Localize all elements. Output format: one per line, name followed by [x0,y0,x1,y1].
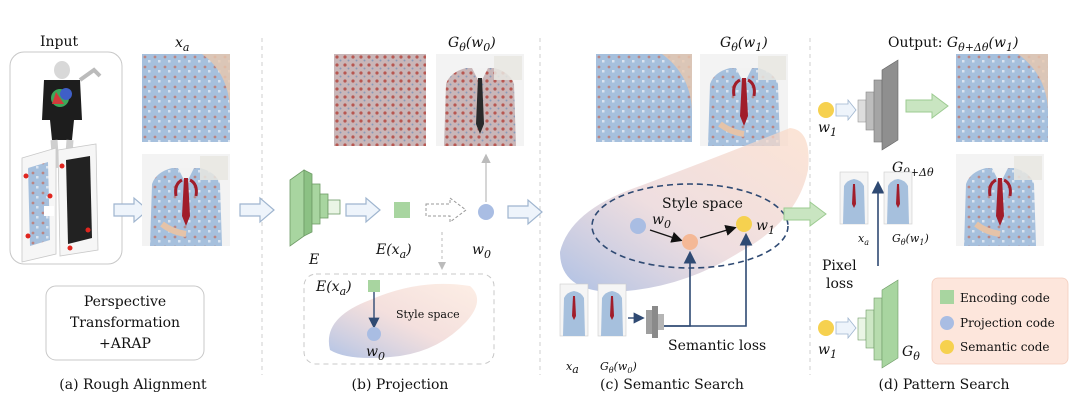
panel-b: E E(xa) w0 Gθ(w0) E(xa) Style space w0 (… [239,35,524,393]
xa-shirt-image [142,154,230,246]
legend: Encoding code Projection code Semantic c… [931,277,1069,365]
c-xa-mini [559,283,589,337]
output-title: Output: Gθ+Δθ(w1) [888,35,1018,54]
input-label: Input [40,34,79,50]
transform-line-1: Perspective [84,294,166,310]
d-output-shirt [956,154,1044,246]
d-gw1-mini [883,171,913,225]
caption-b: (b) Projection [352,377,449,393]
d-g-bot-label: Gθ [902,344,920,363]
caption-d: (d) Pattern Search [879,377,1010,393]
inset-encoding-square [368,280,380,292]
inset-style-space: Style space [396,308,460,321]
d-w1-bot: w1 [818,342,837,361]
caption-c: (c) Semantic Search [600,377,744,393]
style-space-label: Style space [662,196,743,212]
inset-ex-label: E(xa) [315,279,352,298]
inset-w0: w0 [366,344,385,363]
mannequin-image [42,61,102,169]
transform-line-3: +ARAP [99,336,151,352]
projection-closeup-image [334,54,426,146]
projection-code-circle [478,204,494,220]
legend-projection-label: Projection code [960,316,1055,330]
d-semantic-circle-top [818,102,834,118]
c-intermediate-circle [682,234,698,250]
transform-line-2: Transformation [70,315,180,331]
projection-shirt-image [436,54,524,146]
d-xa-mini [839,171,869,225]
c-semantic-circle [736,216,752,232]
g-w1-title: Gθ(w1) [720,35,768,54]
c-gw0-label: Gθ(w0) [600,360,637,375]
style-space-blob-c [560,128,809,292]
legend-box [931,277,1069,365]
legend-semantic-swatch [940,340,954,354]
c-projection-circle [630,218,646,234]
d-generator-top [857,59,899,151]
xa-closeup-image [142,54,230,142]
inset-projection-circle [367,327,381,341]
w0-label: w0 [472,242,491,261]
semantic-shirt-image [700,54,788,146]
d-w1-top: w1 [818,120,837,139]
panel-d: Output: Gθ+Δθ(w1) w1 Gθ+Δθ xa Gθ(w1) Pix… [783,35,1048,393]
encoder-label: E [308,252,319,268]
semantic-loss-label: Semantic loss [668,338,766,354]
panel-a: Input xa Perspect [9,34,230,393]
c-w1-label: w1 [756,218,775,237]
c-gw0-mini [597,283,627,337]
semantic-closeup-image [596,54,692,142]
d-generator-bot [857,279,899,369]
c-xa-label: xa [566,360,579,376]
d-gw1-label: Gθ(w1) [892,232,929,247]
d-output-closeup [956,54,1048,142]
encoder-block [289,169,341,247]
legend-projection-swatch [940,316,954,330]
legend-encoding-label: Encoding code [960,291,1050,305]
c-w0-label: w0 [652,212,671,231]
pixel-loss-2: loss [826,276,853,292]
caption-a: (a) Rough Alignment [59,377,207,393]
legend-semantic-label: Semantic code [960,340,1050,354]
d-xa-label: xa [858,232,869,247]
style-space-blob-b [328,283,478,358]
legend-encoding-swatch [940,290,954,304]
encoding-code-square [394,202,410,218]
xa-label: xa [175,35,189,54]
c-loss-network [646,306,664,338]
panel-c: Gθ(w1) Style space w0 w1 xa Gθ(w0) Seman… [507,35,809,393]
garment-pieces-image [21,143,99,263]
d-semantic-circle-bot [818,320,834,336]
ex-label: E(xa) [375,242,412,261]
transform-box [45,285,205,361]
pixel-loss-1: Pixel [822,258,857,274]
g-w0-title: Gθ(w0) [448,35,496,54]
